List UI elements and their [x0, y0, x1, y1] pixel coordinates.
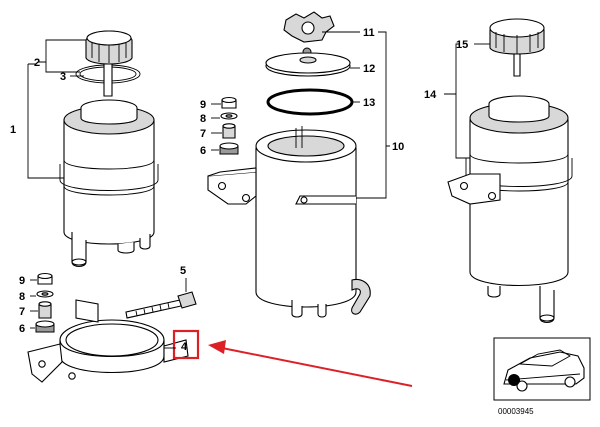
callout-10[interactable]: 10: [392, 141, 404, 153]
callout-6-upper[interactable]: 6: [200, 145, 206, 157]
callout-5[interactable]: 5: [180, 265, 186, 277]
callout-12[interactable]: 12: [363, 63, 375, 75]
callout-8-upper[interactable]: 8: [200, 113, 206, 125]
right-reservoir: [447, 18, 573, 324]
car-locator-inset: [493, 337, 591, 401]
hardware-stack-upper: [219, 96, 239, 155]
callout-14[interactable]: 14: [424, 89, 437, 101]
location-marker: [508, 374, 520, 386]
callout-15[interactable]: 15: [456, 39, 468, 51]
highlight-box: [172, 329, 200, 360]
highlight-arrow: [208, 340, 413, 387]
callout-9-lower[interactable]: 9: [19, 275, 25, 287]
callout-7-upper[interactable]: 7: [200, 128, 206, 140]
center-reservoir: [207, 11, 371, 318]
callout-7-lower[interactable]: 7: [19, 306, 25, 318]
callout-1[interactable]: 1: [10, 124, 16, 136]
hardware-stack-lower: [35, 272, 55, 333]
callout-6-lower[interactable]: 6: [19, 323, 25, 335]
callout-2[interactable]: 2: [34, 57, 40, 69]
left-reservoir: [59, 30, 159, 268]
callout-11[interactable]: 11: [363, 27, 375, 39]
diagram-number: 00003945: [498, 407, 534, 416]
callout-8-lower[interactable]: 8: [19, 291, 25, 303]
callout-13[interactable]: 13: [363, 97, 375, 109]
callout-3[interactable]: 3: [60, 71, 66, 83]
bolt: [125, 291, 197, 319]
callout-4[interactable]: 4: [181, 341, 188, 353]
callout-9-upper[interactable]: 9: [200, 99, 206, 111]
clamp: [27, 299, 189, 383]
